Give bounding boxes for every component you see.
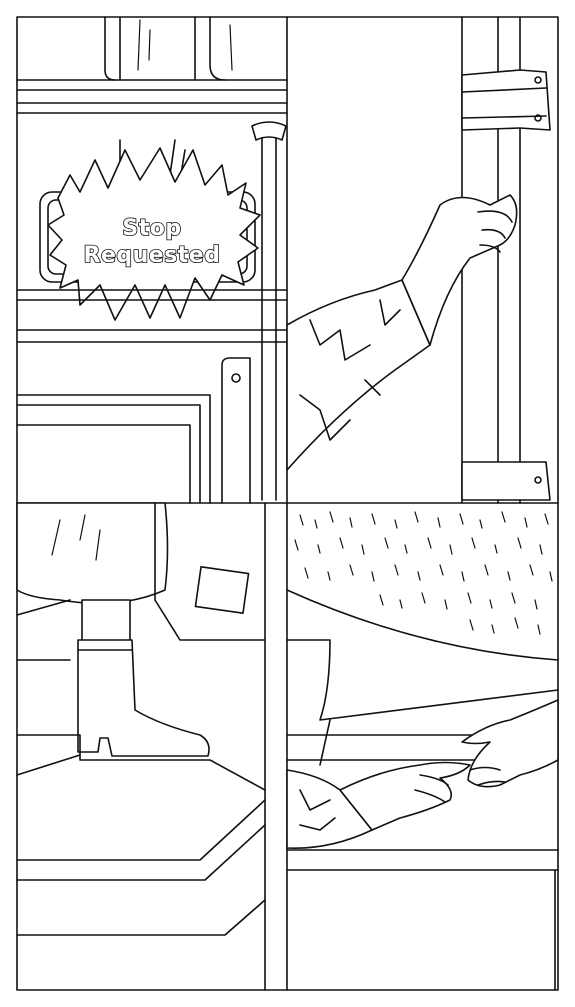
ground-texture	[294, 511, 553, 635]
window-mullion	[104, 16, 226, 81]
bracket-screw	[231, 373, 241, 383]
hand	[401, 194, 518, 346]
finger-lines	[469, 766, 506, 786]
pole-cap	[251, 121, 287, 141]
stop-sign-panel: Stop Requested	[16, 16, 288, 504]
sleeve-pattern	[299, 299, 401, 441]
pole-bracket	[221, 357, 251, 504]
sign-text-line-2: Requested	[84, 243, 221, 268]
clamp-screw	[534, 114, 542, 122]
door-window	[194, 566, 250, 614]
finger-lines	[414, 774, 449, 803]
pole-clamp-top	[461, 69, 551, 131]
clamp-band	[461, 87, 547, 119]
skirt	[16, 502, 169, 605]
alert-burst	[47, 147, 261, 321]
sleeve-pattern	[299, 789, 336, 831]
cabinet-rail	[16, 289, 288, 343]
bus-steps	[16, 659, 266, 936]
hands-on-curb-panel	[286, 511, 559, 991]
window-glare	[137, 19, 233, 71]
hand-on-pole-panel	[286, 16, 551, 504]
pole-clamp-bottom	[461, 461, 551, 501]
clamp-screw	[534, 76, 542, 84]
bus-door-frame	[154, 502, 266, 991]
boot-on-step-panel	[16, 502, 266, 991]
finger-lines	[477, 210, 513, 253]
sidewalk-edge	[286, 849, 559, 991]
skirt-folds	[51, 514, 101, 561]
sign-text-line-1: Stop	[122, 216, 181, 241]
boot	[77, 639, 210, 757]
window-frame-line	[16, 79, 288, 91]
sleeve	[286, 279, 431, 471]
wall-rail	[16, 102, 288, 114]
leg	[81, 599, 131, 646]
curb-lines	[286, 589, 559, 766]
right-hand	[461, 699, 559, 788]
clamp-screw	[534, 476, 542, 484]
cabinet-panel	[16, 394, 211, 504]
step-edge	[16, 599, 81, 776]
standing-pole	[261, 127, 277, 501]
